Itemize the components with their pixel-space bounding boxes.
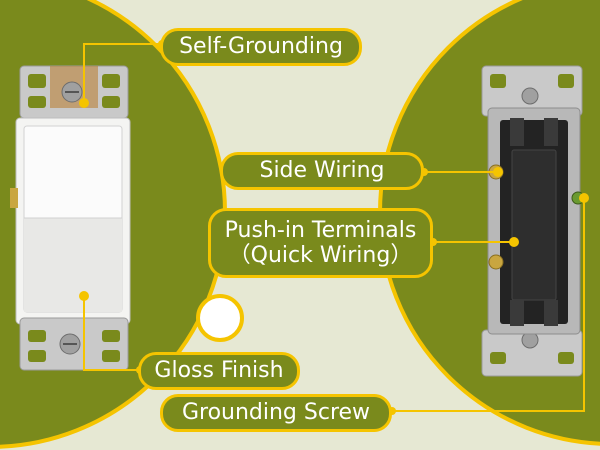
leader-self-grounding	[83, 43, 162, 103]
gloss-finish-label: Gloss Finish	[138, 352, 300, 390]
switch-back-image	[481, 65, 585, 377]
leader-grounding-screw	[392, 198, 585, 412]
push-in-terminals-label: Push-in Terminals （Quick Wiring）	[208, 208, 433, 278]
grounding-screw-label: Grounding Screw	[160, 394, 392, 432]
quick-wiring-text: （Quick Wiring）	[228, 243, 413, 268]
self-grounding-text: Self-Grounding	[179, 34, 343, 60]
leader-gloss-finish	[83, 296, 140, 371]
gloss-finish-text: Gloss Finish	[154, 358, 284, 384]
push-in-terminals-text: Push-in Terminals	[224, 217, 417, 243]
leader-lines	[83, 43, 585, 412]
side-wiring-label: Side Wiring	[220, 152, 424, 190]
side-wiring-text: Side Wiring	[259, 158, 385, 184]
grounding-screw-text: Grounding Screw	[181, 400, 371, 426]
center-dot	[196, 294, 244, 342]
switch-front-image	[10, 65, 131, 371]
self-grounding-label: Self-Grounding	[160, 28, 362, 66]
